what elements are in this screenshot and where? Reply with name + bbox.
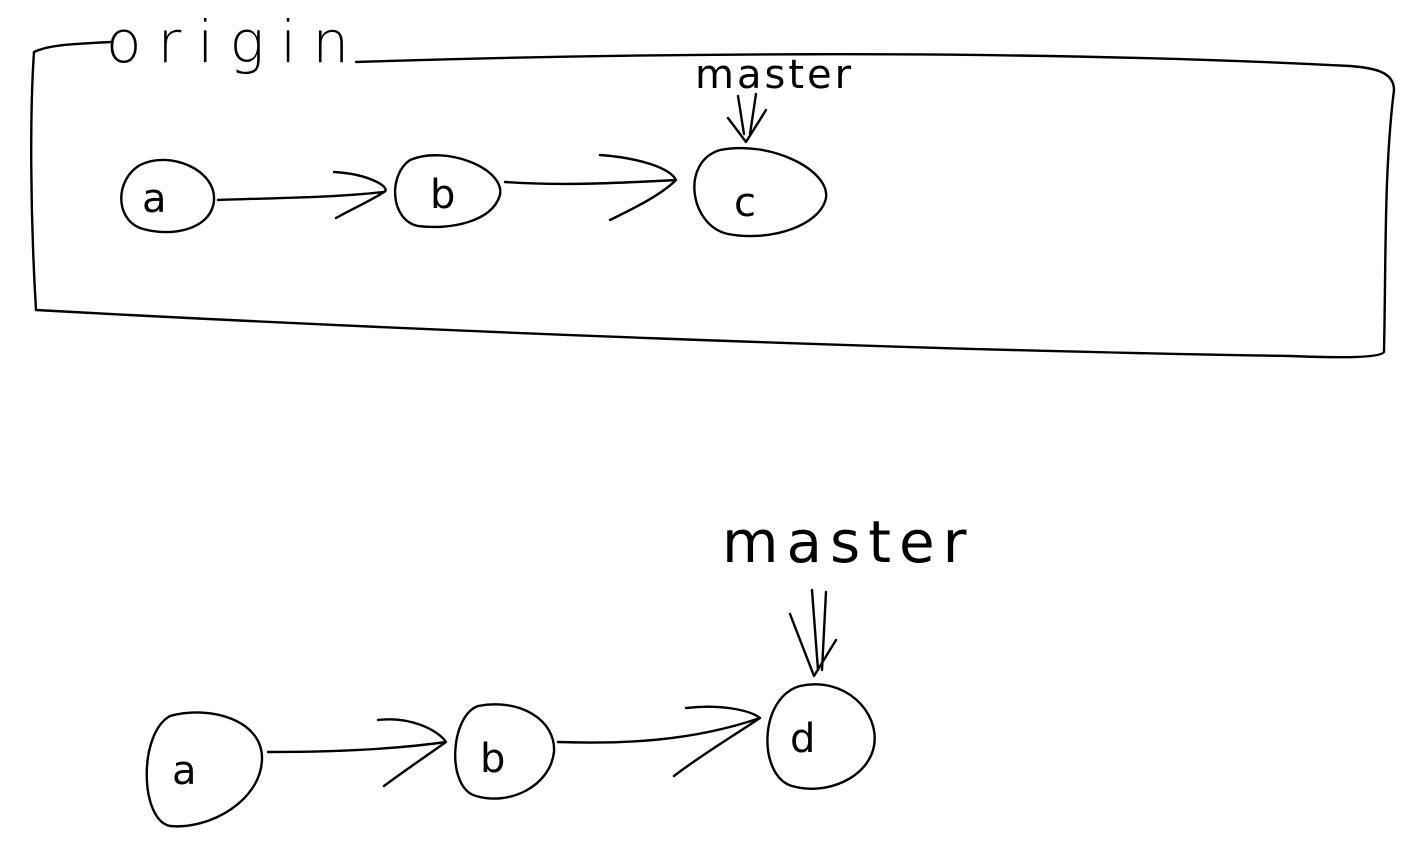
local-repository: a b d master xyxy=(145,508,975,828)
local-commit-node-d xyxy=(766,683,876,790)
remote-branch-label: master xyxy=(695,52,854,98)
remote-commit-node-c xyxy=(693,146,828,238)
remote-box xyxy=(30,40,1396,359)
local-branch-pointer-arrow xyxy=(788,588,838,678)
local-commit-node-a xyxy=(145,711,264,828)
remote-commit-a-label: a xyxy=(142,176,167,222)
local-arrow-b-d xyxy=(556,705,762,778)
remote-arrow-a-b xyxy=(216,170,387,220)
remote-commit-c-label: c xyxy=(734,180,756,226)
remote-commit-b-label: b xyxy=(430,172,455,218)
remote-commit-node-b xyxy=(393,154,502,229)
local-commit-b-label: b xyxy=(480,736,505,782)
local-commit-node-b xyxy=(454,703,556,800)
remote-branch-pointer-arrow xyxy=(726,92,768,144)
local-commit-a-label: a xyxy=(172,748,197,794)
local-branch-label: master xyxy=(722,508,975,576)
remote-arrow-b-c xyxy=(503,153,678,222)
local-commit-d-label: d xyxy=(790,716,815,762)
remote-name-label: origin xyxy=(106,8,365,76)
local-arrow-a-b xyxy=(266,718,448,788)
remote-commit-node-a xyxy=(120,158,216,234)
remote-repository: origin a b c master xyxy=(30,8,1396,359)
